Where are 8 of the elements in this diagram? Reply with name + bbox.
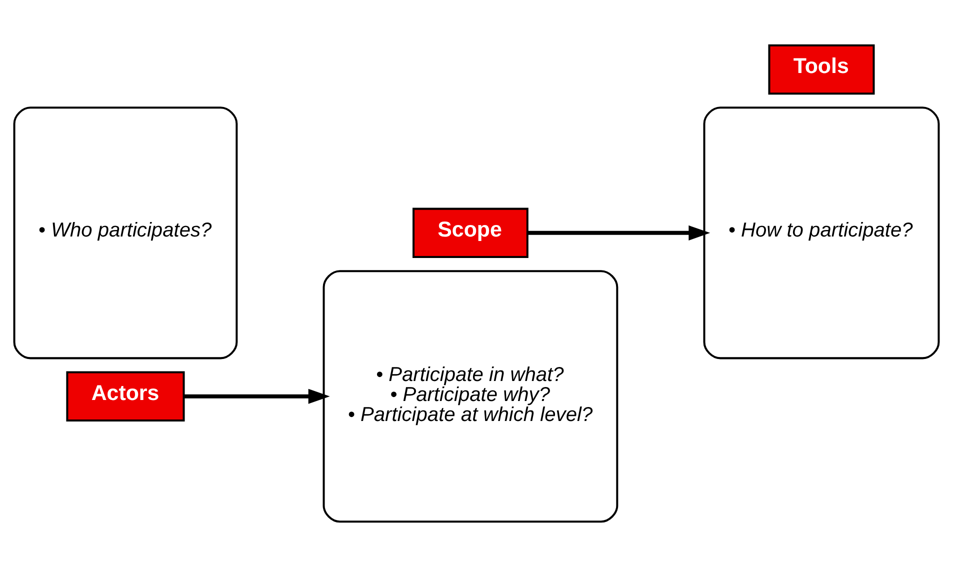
node-box: • Who participates? [13,106,238,360]
node-box: Scope [412,208,528,258]
node-box: Actors [66,371,185,422]
arrow [528,225,710,240]
arrow [184,388,330,404]
node-box: • Participate in what? • Participate why? • Participate at which level? [322,270,618,523]
node-box: • How to participate? [703,106,940,360]
node-box: Tools [768,44,875,95]
